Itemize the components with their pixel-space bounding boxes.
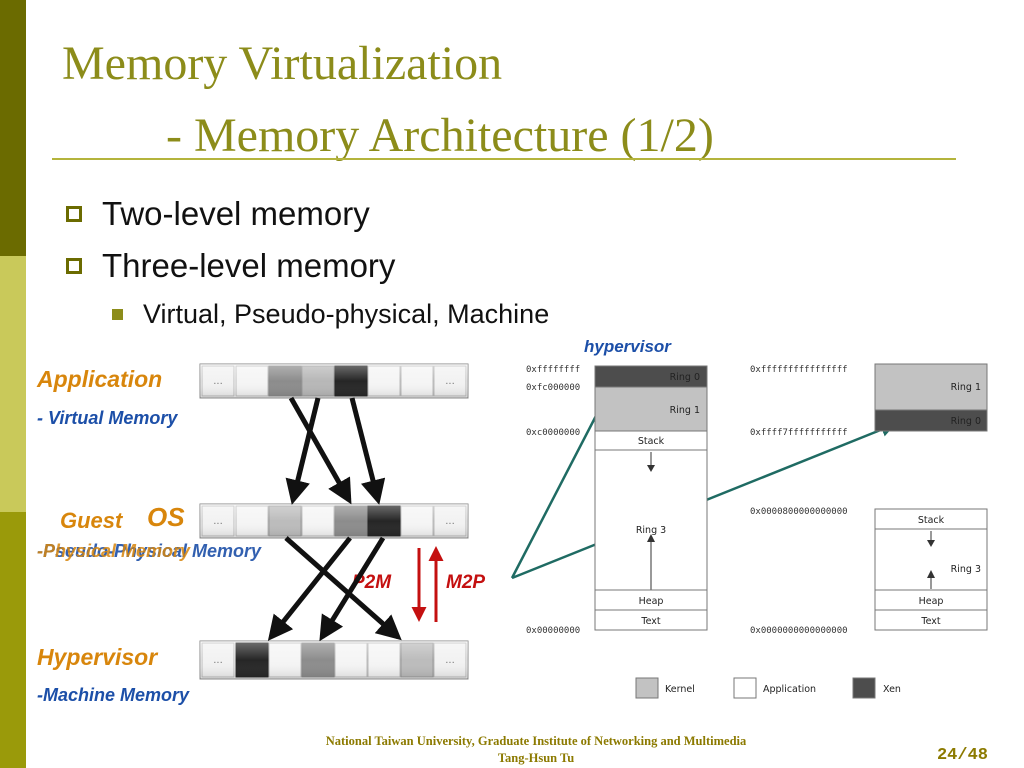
footer-institution: National Taiwan University, Graduate Ins…	[325, 734, 747, 748]
address-label: 0x0000000000000000	[750, 626, 848, 636]
virtual-memory-label: - Virtual Memory	[37, 408, 178, 428]
arrow-up-icon	[647, 534, 655, 542]
address-label: 0xc0000000	[526, 428, 580, 438]
legend-kernel: Kernel	[665, 684, 695, 695]
mapping-arrow	[267, 536, 352, 641]
address-label: 0xffff7fffffffffff	[750, 428, 848, 438]
legend-application: Application	[763, 684, 816, 695]
pseudo-physical-memory-row: ... ...	[199, 503, 469, 539]
sub-bullet-text: Virtual, Pseudo-physical, Machine	[143, 298, 550, 329]
sub-bullet-item: Virtual, Pseudo-physical, Machine	[62, 292, 549, 336]
segment-stack: Stack	[918, 515, 945, 526]
segment-stack: Stack	[638, 436, 665, 447]
arrow-down-icon	[647, 465, 655, 472]
mapping-arrow	[349, 397, 386, 505]
address-label: 0x00000000	[526, 626, 580, 636]
footer: National Taiwan University, Graduate Ins…	[200, 733, 872, 767]
application-swatch	[733, 677, 757, 699]
address-label: 0xffffffff	[526, 365, 580, 375]
segment-ring-1: Ring 1	[670, 405, 700, 416]
mapping-arrow	[285, 397, 321, 505]
segment-ring-0: Ring 0	[670, 372, 700, 383]
segment-ring-0: Ring 0	[951, 416, 981, 427]
segment-heap: Heap	[919, 596, 944, 607]
page-number: 24/48	[936, 746, 988, 765]
bullet-text: Three-level memory	[102, 247, 396, 284]
side-bar-middle	[0, 256, 26, 512]
segment-heap: Heap	[639, 596, 664, 607]
address-label: 0x0000800000000000	[750, 507, 848, 517]
legend: Kernel Application Xen	[635, 677, 901, 699]
hollow-square-bullet-icon	[66, 206, 82, 222]
legend-xen: Xen	[883, 684, 901, 695]
memory-map-64bit: Ring 1 Ring 0 Stack Ring 3 Heap Text	[874, 363, 988, 631]
pseudo-physical-label: -Pseudo-Physical Memory	[37, 541, 262, 561]
address-label: 0xfc000000	[526, 383, 580, 393]
machine-memory-row: ... ...	[199, 640, 469, 680]
bullet-item: Three-level memory	[62, 240, 549, 292]
application-label: Application	[37, 366, 163, 392]
hollow-square-bullet-icon	[66, 258, 82, 274]
bullet-text: Two-level memory	[102, 195, 370, 232]
os-label: OS	[147, 502, 185, 532]
kernel-swatch	[635, 677, 659, 699]
side-bar-top	[0, 0, 26, 256]
segment-ring-3: Ring 3	[951, 564, 981, 575]
title-line-2: - Memory Architecture (1/2)	[166, 109, 714, 162]
bullet-item: Two-level memory	[62, 188, 549, 240]
address-space-32bit: 0xffffffff 0xfc000000 0xc0000000 0x00000…	[526, 365, 580, 636]
memory-map-32bit: Ring 0 Ring 1 Stack Ring 3 Heap Text	[594, 365, 708, 631]
hypervisor-label: Hypervisor	[37, 644, 158, 670]
footer-author: Tang-Hsun Tu	[497, 750, 575, 765]
filled-square-bullet-icon	[112, 308, 123, 320]
slide-title: Memory Virtualization - Memory Architect…	[62, 28, 714, 172]
physical-memory-label: -Physical Memory	[37, 541, 191, 561]
mapping-arrows	[267, 396, 402, 642]
segment-ring-3: Ring 3	[636, 525, 666, 536]
segment-text: Text	[920, 616, 940, 627]
arrow-up-icon	[927, 570, 935, 578]
mapping-arrow	[319, 536, 386, 642]
address-space-64bit: 0xffffffffffffffff 0xffff7fffffffffff 0x…	[750, 365, 848, 636]
side-bar-bottom	[0, 512, 26, 768]
xen-swatch	[852, 677, 876, 699]
segment-text: Text	[640, 616, 660, 627]
address-label: 0xffffffffffffffff	[750, 365, 848, 375]
mapping-arrow	[288, 396, 352, 505]
title-line-1: Memory Virtualization	[62, 37, 503, 90]
mapping-arrow	[284, 536, 402, 641]
p2m-label: P2M	[352, 572, 392, 593]
machine-memory-label: -Machine Memory	[37, 685, 190, 705]
title-divider	[52, 158, 956, 160]
guest-label: Guest	[60, 508, 123, 533]
hypervisor-caption: hypervisor	[584, 337, 671, 356]
application-memory-row: ... ...	[199, 363, 469, 399]
arrow-down-icon	[927, 540, 935, 547]
bullet-list: Two-level memory Three-level memory Virt…	[62, 188, 549, 336]
m2p-label: M2P	[446, 572, 486, 593]
segment-ring-1: Ring 1	[951, 382, 981, 393]
